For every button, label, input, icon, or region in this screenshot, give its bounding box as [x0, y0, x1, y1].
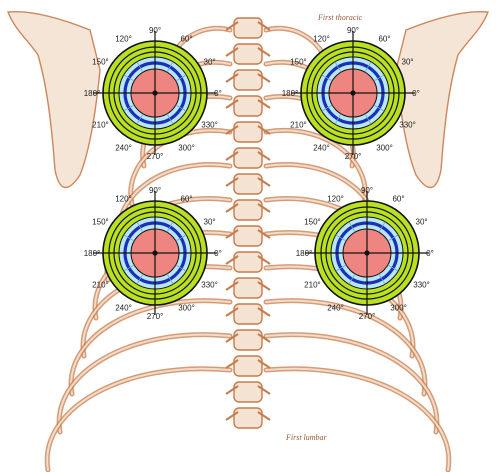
vertebra-9 — [234, 226, 262, 246]
angle-label-30: 30° — [416, 218, 428, 227]
angle-label-150: 150° — [92, 218, 109, 227]
target-upper-right: 0° 30° 60° 90° 120° 150° 180° 210° 240° 270° 300° 3… — [282, 26, 420, 161]
angle-label-0: 0° — [412, 89, 420, 98]
angle-label-240: 240° — [313, 144, 330, 153]
angle-label-240: 240° — [327, 304, 344, 313]
vertebra-6 — [234, 148, 262, 168]
angle-label-90: 90° — [347, 26, 359, 35]
angle-label-210: 210° — [92, 121, 109, 130]
center-dot — [364, 250, 369, 255]
right-scapula — [396, 12, 488, 188]
left-scapula — [8, 12, 100, 188]
angle-label-240: 240° — [115, 144, 132, 153]
angle-label-300: 300° — [178, 304, 195, 313]
angle-label-30: 30° — [204, 218, 216, 227]
angle-label-180: 180° — [282, 89, 299, 98]
angle-label-180: 180° — [296, 249, 313, 258]
vertebra-13 — [234, 330, 262, 350]
vertebra-14 — [234, 356, 262, 376]
vertebra-2 — [234, 44, 262, 64]
vertebra-16 — [234, 408, 262, 428]
angle-label-150: 150° — [290, 58, 307, 67]
vertebra-10 — [234, 252, 262, 272]
angle-label-90: 90° — [149, 186, 161, 195]
angle-label-270: 270° — [345, 152, 362, 161]
angle-label-180: 180° — [84, 249, 101, 258]
center-dot — [152, 250, 157, 255]
angle-label-90: 90° — [361, 186, 373, 195]
angle-label-330: 330° — [201, 281, 218, 290]
target-upper-left: 0° 30° 60° 90° 120° 150° 180° 210° 240° 270° 300° 3… — [84, 26, 222, 161]
angle-label-240: 240° — [115, 304, 132, 313]
angle-label-270: 270° — [147, 312, 164, 321]
angle-label-300: 300° — [376, 144, 393, 153]
center-dot — [152, 90, 157, 95]
center-dot — [350, 90, 355, 95]
angle-label-60: 60° — [180, 34, 192, 43]
angle-label-210: 210° — [304, 281, 321, 290]
angle-label-300: 300° — [178, 144, 195, 153]
angle-label-330: 330° — [201, 121, 218, 130]
angle-label-60: 60° — [392, 194, 404, 203]
angle-label-30: 30° — [204, 58, 216, 67]
angle-label-210: 210° — [92, 281, 109, 290]
angle-label-330: 330° — [413, 281, 430, 290]
angle-label-120: 120° — [115, 194, 132, 203]
angle-label-30: 30° — [402, 58, 414, 67]
angle-label-60: 60° — [180, 194, 192, 203]
vertebra-15 — [234, 382, 262, 402]
angle-label-120: 120° — [313, 34, 330, 43]
angle-label-120: 120° — [327, 194, 344, 203]
angle-label-330: 330° — [399, 121, 416, 130]
angle-label-180: 180° — [84, 89, 101, 98]
angle-label-300: 300° — [390, 304, 407, 313]
angle-label-120: 120° — [115, 34, 132, 43]
angle-label-0: 0° — [214, 89, 222, 98]
angle-label-270: 270° — [359, 312, 376, 321]
vertebra-8 — [234, 200, 262, 220]
vertebra-11 — [234, 278, 262, 298]
angle-label-0: 0° — [214, 249, 222, 258]
angle-label-60: 60° — [378, 34, 390, 43]
vertebra-3 — [234, 70, 262, 90]
angle-label-150: 150° — [92, 58, 109, 67]
vertebra-1 — [234, 18, 262, 38]
vertebra-12 — [234, 304, 262, 324]
first-lumbar-label: First lumbar — [285, 433, 328, 442]
angle-label-0: 0° — [426, 249, 434, 258]
first-thoracic-label: First thoracic — [317, 13, 363, 22]
angle-label-270: 270° — [147, 152, 164, 161]
angle-label-150: 150° — [304, 218, 321, 227]
angle-label-210: 210° — [290, 121, 307, 130]
vertebra-5 — [234, 122, 262, 142]
vertebra-7 — [234, 174, 262, 194]
angle-label-90: 90° — [149, 26, 161, 35]
vertebra-4 — [234, 96, 262, 116]
